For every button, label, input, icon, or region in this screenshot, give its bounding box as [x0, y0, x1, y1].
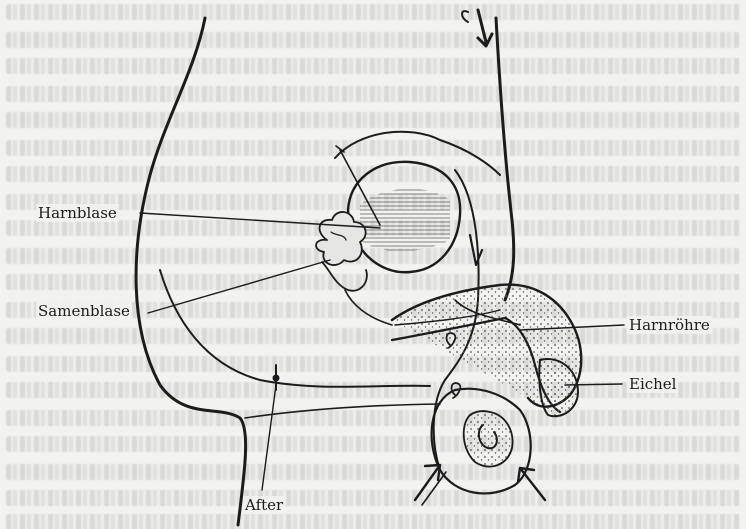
leader-samenblase: [148, 260, 330, 313]
pressure-arrow-right: [518, 468, 545, 500]
leader-after: [262, 385, 276, 490]
pressure-arrow-top: [478, 10, 492, 46]
bladder-hatching: [360, 189, 450, 251]
testis: [464, 411, 513, 467]
label-harnroehre: Harnröhre: [627, 316, 712, 334]
label-harnblase: Harnblase: [36, 204, 119, 222]
peritoneum-line: [335, 132, 500, 175]
seminal-vesicle: [316, 212, 366, 265]
label-samenblase: Samenblase: [36, 302, 132, 320]
label-eichel: Eichel: [627, 375, 678, 393]
buttock-curve: [160, 270, 430, 387]
body-back-outline: [136, 18, 246, 525]
label-after: After: [243, 496, 285, 514]
pressure-arrow-left: [415, 465, 440, 500]
body-front-outline: [496, 18, 514, 300]
leader-eichel: [565, 384, 622, 385]
thigh-fold: [245, 404, 440, 418]
